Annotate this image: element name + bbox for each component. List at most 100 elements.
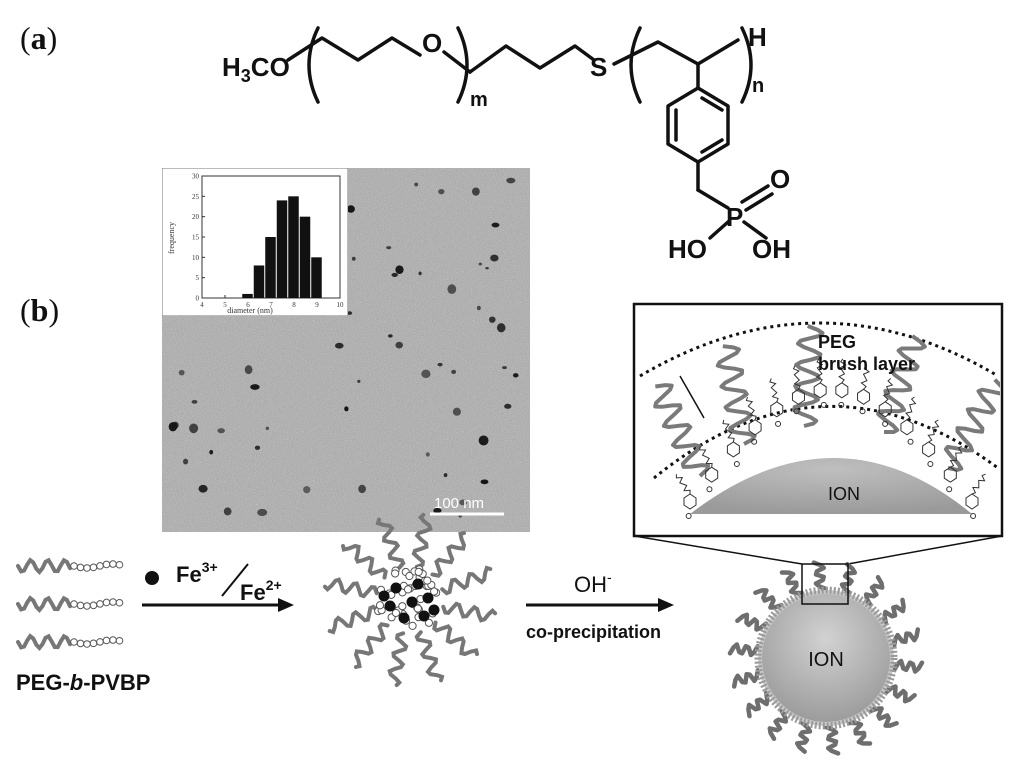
hydroxyl-left: HO: [668, 234, 707, 260]
zoom-phenyl-ring: [791, 388, 805, 405]
micelle-core-bead: [430, 587, 439, 596]
micelle-core-bead: [414, 567, 423, 576]
nanoparticle-spot: [344, 406, 349, 412]
peg-brush-chain: [823, 721, 841, 756]
histogram-bar: [299, 216, 311, 298]
nanoparticle-spot: [386, 246, 392, 250]
nanoparticle-spot: [447, 284, 457, 294]
nanoparticle-spot: [217, 428, 225, 434]
peg-brush-chain: [883, 684, 917, 704]
nanoparticle-spot: [485, 266, 489, 270]
zoom-phenyl-ring: [705, 466, 719, 483]
polymer-label: PEG-b-PVBP: [16, 670, 151, 695]
sulfur-atom: S: [590, 52, 607, 82]
peg-brush-chain: [887, 627, 921, 649]
nanoparticle-spot: [191, 399, 198, 404]
zoom-ligand-chain: [905, 396, 917, 421]
micelle-corona-chain: [341, 543, 388, 580]
nanoparticle-spot: [476, 305, 481, 311]
iron-ion: [378, 590, 390, 602]
zoom-phenyl-ring: [965, 493, 979, 510]
histogram-x-tick: 8: [292, 301, 296, 309]
nanoparticle-spot: [438, 189, 445, 195]
zoom-peg-brush: [792, 324, 825, 428]
zoom-phosphonate-o: [946, 486, 953, 493]
micelle-core-bead: [391, 608, 401, 618]
histogram-y-tick: 0: [196, 295, 200, 303]
iron-ion: [428, 604, 440, 616]
pvbp-bead: [96, 600, 104, 608]
nanoparticle-spot: [490, 254, 499, 262]
pvbp-bead: [76, 601, 85, 610]
zoom-phosphonate-o: [859, 408, 866, 415]
subscript-m: m: [470, 89, 488, 111]
pvbp-bead: [83, 640, 91, 648]
peg-block: [16, 633, 72, 652]
hydrogen-end: H: [748, 22, 767, 52]
nanoparticle-spot: [414, 182, 419, 187]
zoom-phosphonate-o: [685, 513, 692, 519]
nanoparticle-spot: [189, 423, 199, 434]
histogram-y-tick: 10: [192, 254, 200, 262]
zoom-ion-label: ION: [828, 484, 860, 504]
zoom-phenyl-ring: [683, 493, 697, 510]
nanoparticle-spot: [209, 449, 214, 455]
zoom-peg-brush: [653, 383, 711, 478]
zoom-ligand-chain: [792, 365, 801, 390]
arrow-2: [526, 598, 674, 612]
micelle-corona-chain: [322, 577, 379, 599]
zoom-box-marker: [801, 563, 849, 605]
pvbp-bead: [89, 601, 98, 610]
ion-surface: [690, 458, 972, 514]
zoom-phenyl-ring: [748, 419, 762, 436]
iron-ion: [406, 596, 418, 608]
zoom-phenyl-ring: [900, 419, 914, 436]
nanoparticle-spot: [347, 311, 353, 315]
pvbp-bead: [70, 600, 78, 608]
nanoparticle-spot: [303, 486, 311, 494]
nanoparticle-spot: [480, 479, 489, 485]
zoom-peg-brush: [715, 344, 757, 446]
histogram-x-tick: 9: [315, 301, 319, 309]
pvbp-bead: [76, 639, 85, 648]
nanoparticle-spot: [443, 473, 448, 478]
peg-brush-chain: [779, 570, 805, 601]
zoom-ligand-chain: [815, 358, 824, 384]
micelle-corona-chain: [440, 565, 493, 596]
histogram-bar: [276, 200, 288, 298]
nanoparticle-spot: [223, 507, 232, 516]
phosphorus-atom: P: [726, 202, 743, 232]
micelle-core-bead: [403, 585, 413, 594]
peg-brush-chain: [878, 597, 906, 626]
zoom-phosphonate-o: [838, 401, 845, 408]
coated-nanoparticle: ION: [727, 560, 925, 756]
histogram-bar: [253, 265, 265, 298]
zoom-phenyl-ring: [770, 401, 784, 418]
pvbp-bead: [70, 562, 78, 570]
zoom-phosphonate-o: [793, 408, 800, 415]
pvbp-bead: [102, 560, 111, 569]
iron-ion: [384, 600, 396, 612]
nanoparticle-spot: [512, 373, 519, 378]
nanoparticle-spot: [437, 362, 443, 367]
histogram-x-tick: 7: [269, 301, 273, 309]
histogram-bar: [288, 196, 299, 298]
zoom-ligand-chain: [699, 446, 713, 468]
peg-brush-chain: [735, 612, 769, 632]
micelle-core-bead: [408, 621, 417, 630]
nanoparticle-spot: [491, 222, 500, 228]
zoom-phosphonate-o: [970, 513, 977, 519]
zoom-phenyl-ring: [835, 382, 849, 399]
pvbp-bead: [76, 563, 85, 572]
zoom-ligand-chain: [745, 396, 757, 420]
iron-ion: [412, 578, 424, 590]
nanoparticle-spot: [478, 435, 489, 446]
nanoparticle-spot: [459, 499, 467, 506]
pvbp-bead: [83, 564, 91, 572]
zoom-ligand-chain: [722, 419, 735, 443]
nanoparticle-spot: [182, 458, 189, 465]
scale-bar-label: 100 nm: [434, 495, 484, 512]
brush-label-line1: PEG: [818, 332, 856, 352]
nanoparticle-spot: [471, 187, 480, 196]
nanoparticle-spot: [421, 369, 431, 379]
